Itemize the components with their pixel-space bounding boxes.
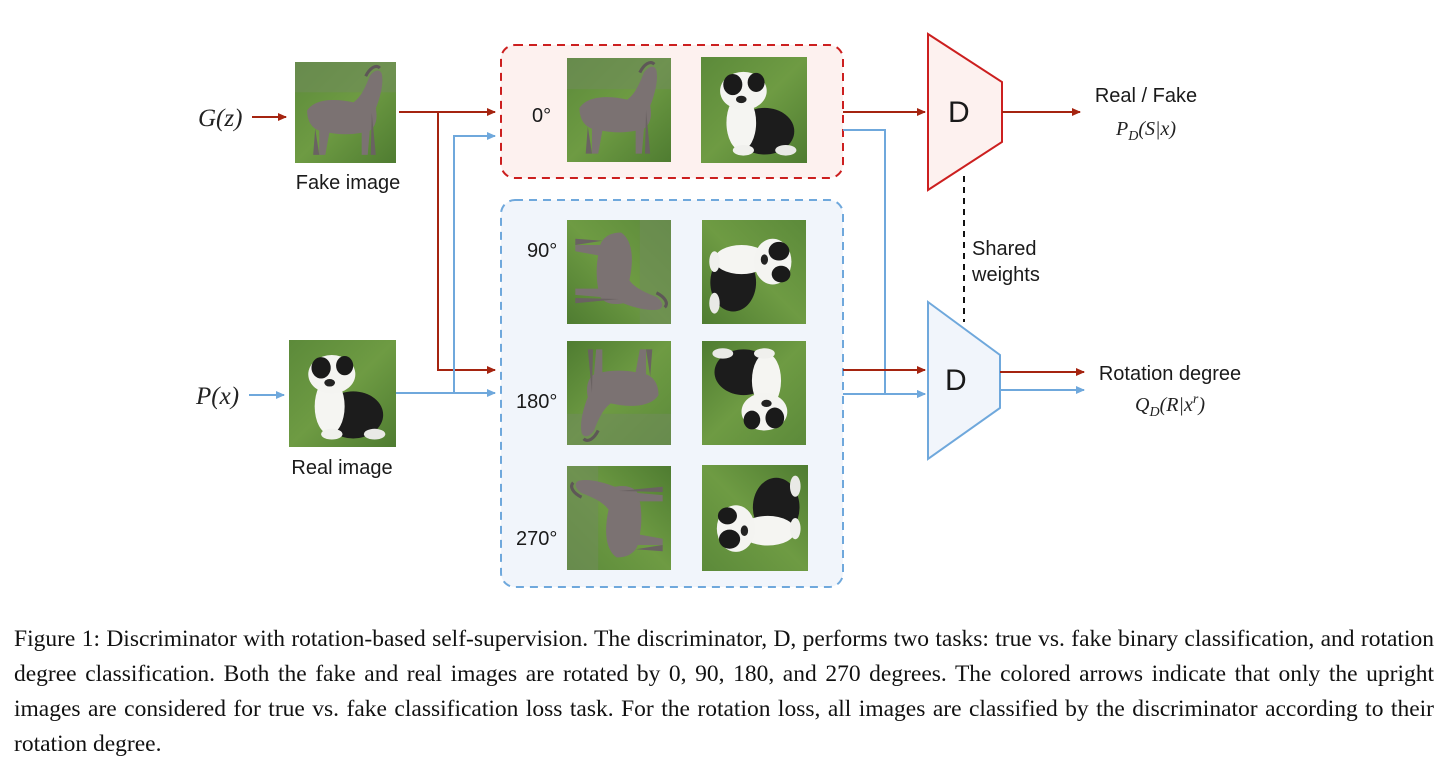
figure-caption: Figure 1: Discriminator with rotation-ba… [14, 622, 1434, 762]
rotation-label-180: 180° [516, 391, 557, 413]
real-fake-formula: PD(S|x) [1115, 118, 1176, 144]
fake-rotated-0 [567, 56, 671, 164]
upright-to-d2-arrow [843, 129, 926, 398]
real-image-label: Real image [291, 457, 392, 479]
real-image [289, 340, 396, 447]
caption-prefix: Figure 1: [14, 626, 107, 652]
discriminator-top-label: D [948, 96, 970, 129]
rotation-label-90: 90° [527, 240, 557, 262]
shared-weights-line2: weights [971, 264, 1040, 286]
real-rotated-0 [701, 57, 807, 163]
real-rotated-270 [702, 465, 808, 571]
generator-input-label: G(z) [198, 105, 242, 132]
fake-rotated-180 [567, 341, 671, 445]
rotation-label-270: 270° [516, 528, 557, 550]
diagram-canvas: G(z) P(x) Fake image Real image 0° 90° 1… [195, 32, 1241, 588]
shared-weights-line1: Shared [972, 238, 1037, 260]
real-to-upright-arrow [453, 132, 496, 393]
fake-to-rotated-arrow [437, 112, 496, 374]
fake-image [293, 62, 398, 163]
fake-rotated-270 [566, 466, 672, 570]
discriminator-top [927, 32, 1003, 192]
fake-rotated-90 [567, 220, 671, 324]
real-input-label: P(x) [195, 383, 239, 410]
real-fake-title: Real / Fake [1095, 85, 1197, 107]
rotation-label-0: 0° [532, 105, 551, 127]
discriminator-bottom-label: D [945, 364, 967, 397]
rotation-title: Rotation degree [1099, 363, 1241, 385]
rotation-formula: QD(R|xr) [1135, 392, 1205, 420]
caption-text: Discriminator with rotation-based self-s… [14, 626, 1434, 757]
real-rotated-180 [702, 341, 806, 445]
discriminator-bottom [927, 300, 1001, 461]
fake-image-label: Fake image [296, 172, 401, 194]
real-rotated-90 [702, 220, 806, 324]
